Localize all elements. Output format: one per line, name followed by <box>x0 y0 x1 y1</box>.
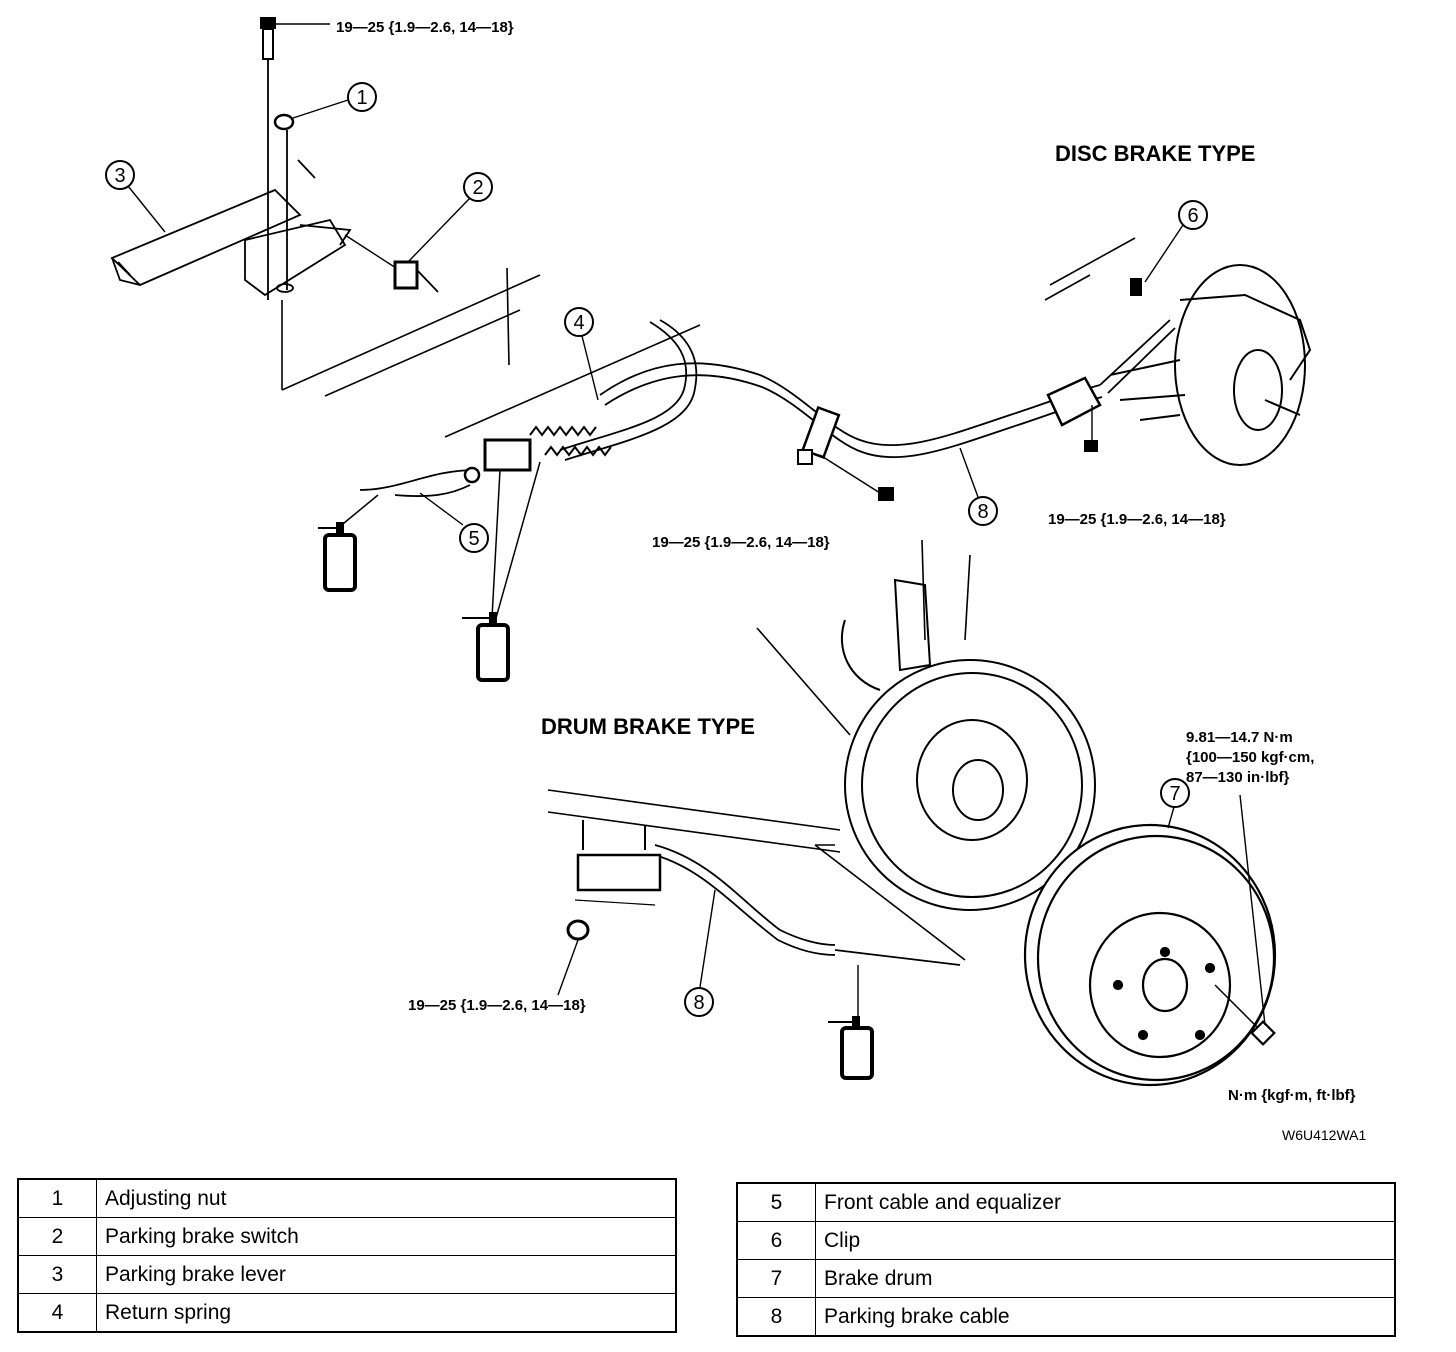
legend-row: 2 Parking brake switch <box>17 1217 677 1256</box>
callout-5: 5 <box>419 492 489 553</box>
cable-bracket-center <box>797 405 894 501</box>
legend-num: 1 <box>17 1178 97 1218</box>
legend-name: Clip <box>815 1221 1396 1260</box>
callout-3: 3 <box>105 160 166 233</box>
grease-tube-front <box>318 522 357 592</box>
units-label: N·m {kgf·m, ft·lbf} <box>1228 1087 1356 1104</box>
parking-brake-lever <box>110 45 352 300</box>
torque-label-cable-bracket: 19—25 {1.9—2.6, 14—18} <box>652 534 830 551</box>
return-spring <box>529 425 612 457</box>
figure-code: W6U412WA1 <box>1282 1127 1367 1143</box>
torque-label-drum-screw-1: 9.81—14.7 N·m <box>1186 729 1293 746</box>
legend-name: Adjusting nut <box>96 1178 677 1218</box>
callout-7: 7 <box>1160 778 1190 829</box>
callout-6: 6 <box>1144 200 1208 283</box>
legend-row: 1 Adjusting nut <box>17 1178 677 1218</box>
legend-name: Parking brake switch <box>96 1217 677 1256</box>
equalizer <box>337 438 541 619</box>
callout-8-disc: 8 <box>959 447 998 526</box>
parking-brake-switch <box>344 234 439 293</box>
lever-bolt <box>260 17 330 60</box>
svg-text:8: 8 <box>693 992 704 1014</box>
legend-num: 6 <box>736 1221 816 1260</box>
drum-brake-backing-plate <box>840 578 1096 911</box>
legend-table-right: 5 Front cable and equalizer 6 Clip 7 Bra… <box>736 1182 1396 1337</box>
legend-num: 5 <box>736 1182 816 1222</box>
svg-text:3: 3 <box>114 165 125 187</box>
legend-row: 4 Return spring <box>17 1293 677 1333</box>
torque-label-drum-bracket: 19—25 {1.9—2.6, 14—18} <box>408 997 586 1014</box>
torque-label-disc-bracket: 19—25 {1.9—2.6, 14—18} <box>1048 511 1226 528</box>
callout-1: 1 <box>292 82 377 119</box>
legend-row: 6 Clip <box>736 1221 1396 1260</box>
svg-text:6: 6 <box>1187 205 1198 227</box>
legend-num: 4 <box>17 1293 97 1333</box>
svg-text:1: 1 <box>356 87 367 109</box>
legend-name: Front cable and equalizer <box>815 1182 1396 1222</box>
clip <box>1130 278 1142 296</box>
adjusting-nut <box>273 113 295 131</box>
brake-drum <box>1023 794 1277 1087</box>
legend-row: 7 Brake drum <box>736 1259 1396 1298</box>
grease-tube-drum <box>828 965 874 1080</box>
grease-tube-equalizer <box>462 612 510 682</box>
legend-row: 5 Front cable and equalizer <box>736 1182 1396 1222</box>
legend-name: Brake drum <box>815 1259 1396 1298</box>
callout-8-drum: 8 <box>684 889 716 1017</box>
legend-name: Return spring <box>96 1293 677 1333</box>
callout-4: 4 <box>564 307 599 401</box>
legend-num: 7 <box>736 1259 816 1298</box>
legend-row: 3 Parking brake lever <box>17 1255 677 1294</box>
legend-num: 2 <box>17 1217 97 1256</box>
cable-bracket-disc <box>1046 376 1102 452</box>
legend-row: 8 Parking brake cable <box>736 1297 1396 1337</box>
leader-drum-bracket <box>557 939 579 996</box>
torque-label-drum-screw-3: 87—130 in·lbf} <box>1186 769 1290 786</box>
vehicle-body-lines <box>281 237 1136 961</box>
title-disc-brake-type: DISC BRAKE TYPE <box>1055 141 1255 166</box>
legend-table-left: 1 Adjusting nut 2 Parking brake switch 3… <box>17 1178 677 1333</box>
callout-2: 2 <box>407 172 493 263</box>
torque-label-lever-bolt: 19—25 {1.9—2.6, 14—18} <box>336 19 514 36</box>
legend-name: Parking brake lever <box>96 1255 677 1294</box>
svg-text:8: 8 <box>977 501 988 523</box>
legend-num: 8 <box>736 1297 816 1337</box>
disc-brake-assembly <box>1109 264 1312 466</box>
svg-text:4: 4 <box>573 312 584 334</box>
svg-text:2: 2 <box>472 177 483 199</box>
cable-bracket-drum <box>566 820 662 941</box>
svg-text:5: 5 <box>468 528 479 550</box>
title-drum-brake-type: DRUM BRAKE TYPE <box>541 714 755 739</box>
svg-text:7: 7 <box>1169 783 1180 805</box>
legend-num: 3 <box>17 1255 97 1294</box>
legend-name: Parking brake cable <box>815 1297 1396 1337</box>
torque-label-drum-screw-2: {100—150 kgf·cm, <box>1186 749 1314 766</box>
